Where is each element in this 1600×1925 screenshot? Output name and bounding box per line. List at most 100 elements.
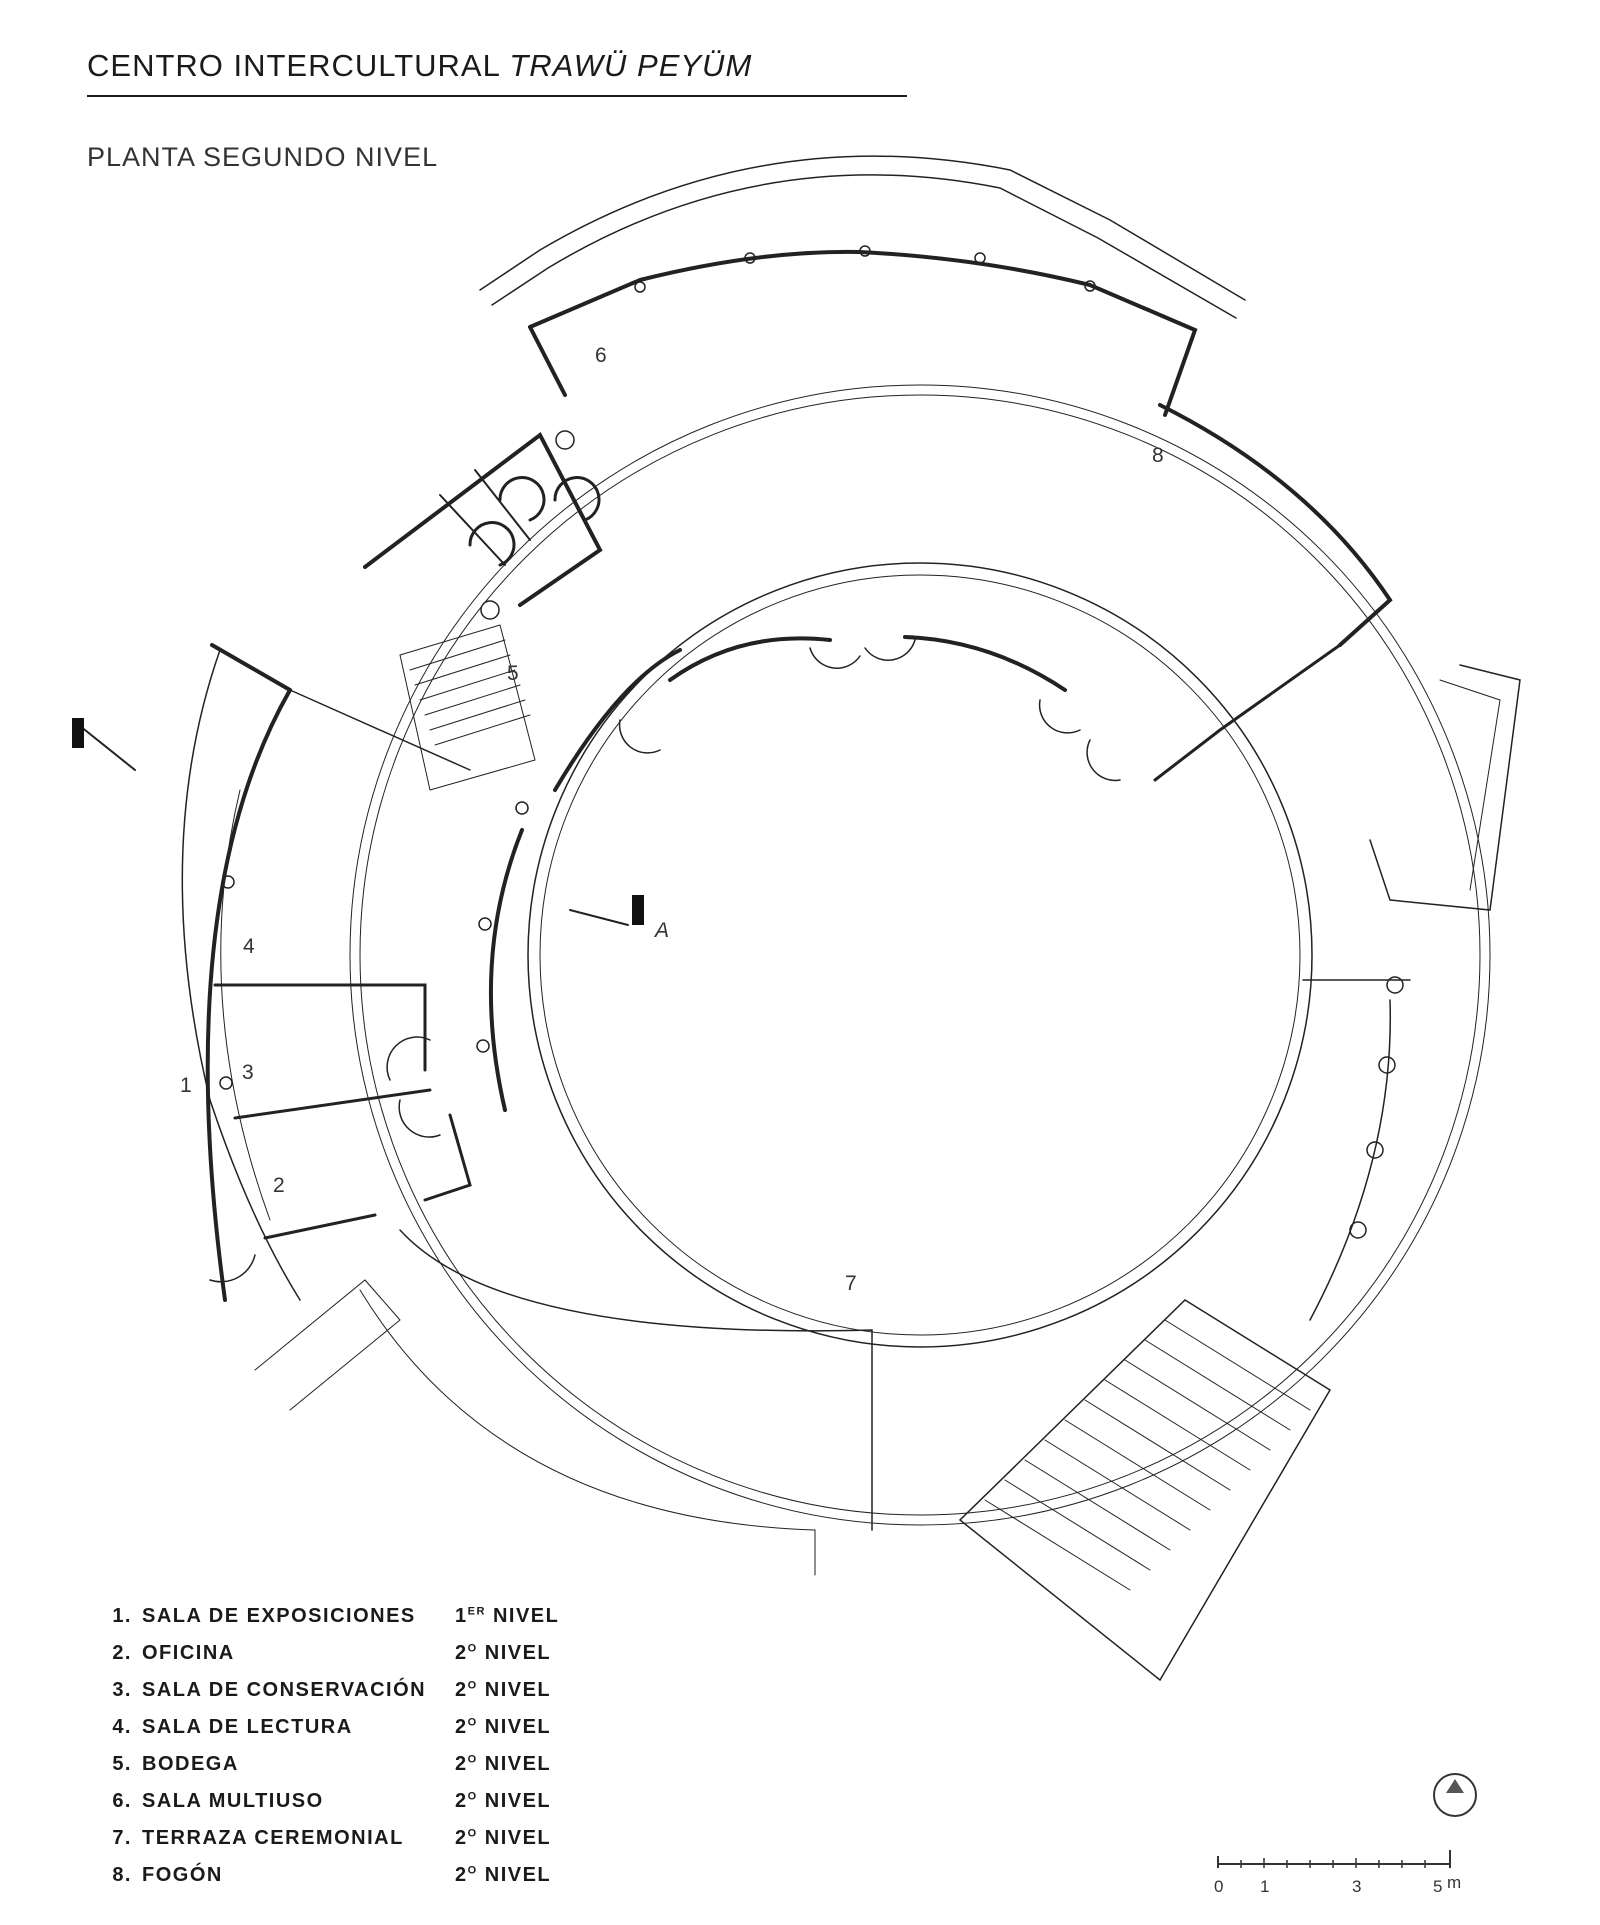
scale-label-0: 0	[1214, 1877, 1223, 1896]
legend-name: TERRAZA CEREMONIAL	[142, 1827, 404, 1849]
legend-name: FOGÓN	[142, 1864, 223, 1886]
legend-name: SALA DE LECTURA	[142, 1716, 353, 1738]
outer-ring	[359, 394, 1481, 1516]
legend-level: 2O NIVEL	[455, 1753, 552, 1775]
canopy-inner	[491, 174, 1237, 319]
wing-top-wall	[210, 643, 292, 692]
legend-name: OFICINA	[142, 1642, 235, 1664]
toilet	[555, 430, 575, 450]
ramp-upper-right	[1369, 664, 1521, 911]
title-underline	[87, 95, 907, 97]
right-walkway	[1302, 979, 1411, 1321]
outer-ring-2	[349, 384, 1491, 1526]
legend-level: 2O NIVEL	[455, 1642, 552, 1664]
room-number-6: 6	[595, 344, 607, 367]
plan-title: CENTRO INTERCULTURAL TRAWÜ PEYÜM	[87, 48, 752, 84]
scale-label-3: 3	[1352, 1877, 1361, 1896]
title-italic: TRAWÜ PEYÜM	[509, 48, 753, 83]
column	[476, 1039, 490, 1053]
stair-bodega	[399, 624, 536, 791]
section-cut-line	[569, 909, 629, 926]
scale-label-1: 1	[1260, 1877, 1269, 1896]
column	[1378, 1056, 1396, 1074]
room-number-8: 8	[1152, 444, 1164, 467]
legend-row: 2. OFICINA 2O NIVEL	[100, 1635, 559, 1672]
column	[515, 801, 529, 815]
fogon-wall	[1158, 403, 1393, 647]
column	[478, 917, 492, 931]
multiuso-wall-top	[528, 249, 1198, 417]
legend-level: 2O NIVEL	[455, 1790, 552, 1812]
column	[1084, 280, 1096, 292]
legend-num: 7.	[112, 1827, 132, 1849]
section-marker	[632, 895, 644, 925]
scale-bar: 0 1 3 5 m	[1214, 1850, 1461, 1896]
wing-facade	[205, 688, 292, 1302]
legend-level: 1ER NIVEL	[455, 1605, 560, 1627]
canopy-outer	[479, 155, 1246, 301]
fogon-wall-lower	[1153, 643, 1342, 782]
services-wall-outer	[363, 431, 603, 607]
legend-num: 5.	[112, 1753, 132, 1775]
column	[219, 1076, 233, 1090]
terrace-outer	[359, 1289, 816, 1576]
legend-name: SALA DE CONSERVACIÓN	[142, 1679, 427, 1701]
room-number-1: 1	[180, 1074, 192, 1097]
toilet	[480, 600, 500, 620]
conservation-wall-top	[213, 983, 427, 1072]
stair-treads	[409, 639, 531, 746]
door-swing	[1086, 739, 1121, 782]
legend-level: 2O NIVEL	[455, 1864, 552, 1886]
ramp-inner	[1439, 679, 1501, 891]
column	[1366, 1141, 1384, 1159]
column	[221, 875, 235, 889]
legend-num: 4.	[112, 1716, 132, 1738]
door-swing	[386, 1036, 431, 1081]
inner-wall-arc-1	[553, 648, 682, 792]
inner-wall-arc-3	[903, 635, 1067, 692]
north-arrow-icon	[1433, 1773, 1477, 1817]
wing-inner-curve	[220, 789, 271, 1221]
legend-num: 2.	[112, 1642, 132, 1664]
legend-num: 6.	[112, 1790, 132, 1812]
section-cut-line	[74, 721, 136, 771]
inner-wall-arc-2	[668, 636, 832, 682]
conservation-wall-bottom	[233, 1088, 472, 1202]
legend-row: 4. SALA DE LECTURA 2O NIVEL	[100, 1709, 559, 1746]
room-number-7: 7	[845, 1272, 857, 1295]
title-main: CENTRO INTERCULTURAL	[87, 48, 500, 83]
stair-right	[958, 1299, 1332, 1682]
services-partitions	[439, 434, 586, 566]
terrace-inner-circle	[527, 562, 1313, 1348]
plan-subtitle: PLANTA SEGUNDO NIVEL	[87, 142, 439, 172]
door-swing	[398, 1099, 441, 1138]
services-door-swings	[468, 476, 601, 567]
room-number-2: 2	[273, 1174, 285, 1197]
door-swing	[864, 639, 916, 661]
legend-num: 1.	[112, 1605, 132, 1627]
legend-row: 5. BODEGA 2O NIVEL	[100, 1746, 559, 1783]
section-label: A	[653, 919, 669, 942]
column	[1349, 1221, 1367, 1239]
legend-row: 6. SALA MULTIUSO 2O NIVEL	[100, 1783, 559, 1820]
column	[1386, 976, 1404, 994]
wing-partition	[289, 689, 471, 771]
multiuso-wall-left	[528, 325, 567, 397]
column	[859, 245, 871, 257]
column	[974, 252, 986, 264]
door-swing	[618, 719, 661, 754]
legend-name: BODEGA	[142, 1753, 239, 1775]
legend-level: 2O NIVEL	[455, 1716, 552, 1738]
legend-name: SALA MULTIUSO	[142, 1790, 324, 1812]
wing-inner-wall	[488, 828, 524, 1112]
stair-left	[254, 1279, 401, 1411]
section-marker	[72, 718, 84, 748]
room-number-4: 4	[243, 935, 255, 958]
room-number-5: 5	[507, 662, 519, 685]
legend-num: 8.	[112, 1864, 132, 1886]
scale-label-5: 5	[1433, 1877, 1442, 1896]
